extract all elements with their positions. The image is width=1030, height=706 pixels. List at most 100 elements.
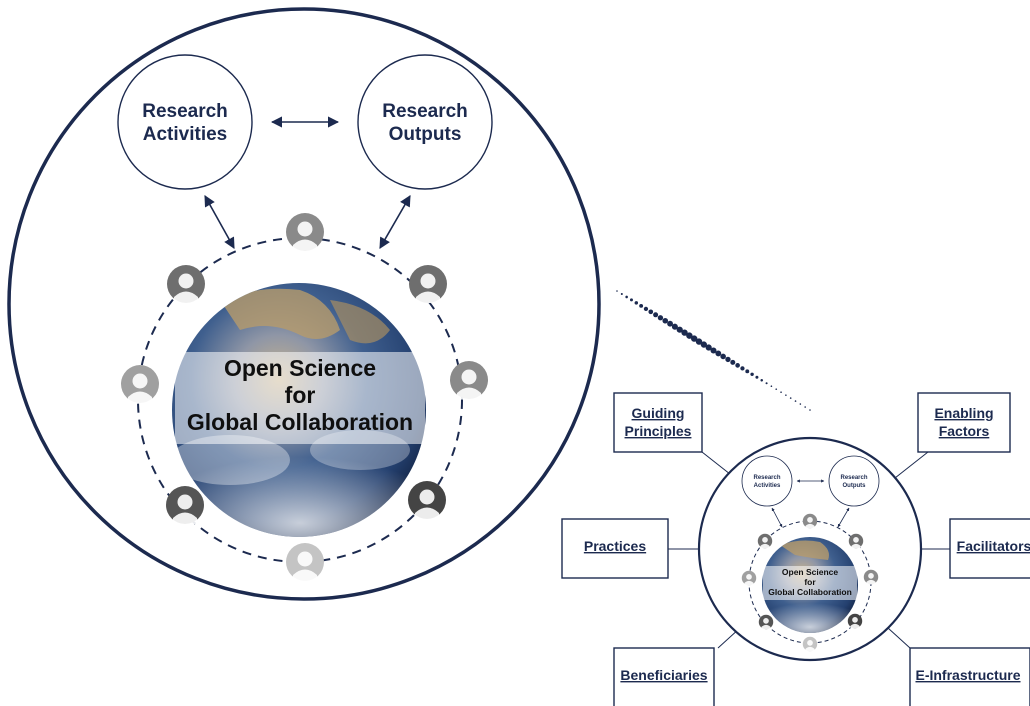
- zoom-dot: [671, 323, 678, 330]
- person-avatar-icon: [286, 543, 324, 581]
- connector-line: [887, 627, 911, 649]
- zoom-dot: [740, 366, 745, 371]
- practices-label: Practices: [584, 538, 646, 554]
- zoom-dot: [785, 394, 787, 396]
- enabling-factors-line2: Factors: [939, 423, 990, 439]
- zoom-dot: [700, 341, 708, 348]
- enabling-factors-box[interactable]: Enabling Factors: [917, 392, 1011, 453]
- zoom-dot: [760, 378, 764, 382]
- beneficiaries-label: Beneficiaries: [620, 667, 707, 683]
- zoom-dot: [639, 303, 644, 308]
- earth-title-line1: Open Science: [224, 355, 376, 381]
- zoom-dot: [662, 317, 669, 324]
- practices-box[interactable]: Practices: [561, 518, 669, 579]
- zoom-dot: [720, 353, 726, 360]
- earth-title-line3: Global Collaboration: [187, 409, 413, 435]
- zoom-dot: [799, 403, 802, 405]
- mini-research-outputs-line2: Outputs: [843, 483, 867, 489]
- mini-earth-title-line3: Global Collaboration: [768, 587, 852, 597]
- zoom-dot: [755, 375, 759, 379]
- mini-research-outputs-line1: Research: [840, 475, 867, 481]
- person-avatar-icon: [758, 614, 774, 630]
- zoom-dot: [775, 388, 778, 390]
- person-avatar-icon: [802, 636, 818, 652]
- zoom-dot: [681, 329, 688, 336]
- person-avatar-icon: [167, 265, 205, 303]
- zoom-dot: [653, 312, 659, 318]
- enabling-factors-line1: Enabling: [934, 405, 993, 421]
- mini-arrow: [837, 507, 850, 528]
- person-avatar-icon: [848, 533, 864, 549]
- zoom-dot: [625, 295, 628, 299]
- beneficiaries-box[interactable]: Beneficiaries: [613, 647, 715, 706]
- zoom-dot: [676, 326, 683, 333]
- zoom-dot: [735, 363, 740, 368]
- framework-diagram: Research Activities Research Outputs Ope…: [561, 392, 1030, 706]
- zoom-dot: [804, 406, 806, 408]
- research-activities-line2: Activities: [143, 124, 227, 145]
- outputs-to-ring-arrow: [379, 195, 411, 249]
- e-infrastructure-label: E-Infrastructure: [915, 667, 1020, 683]
- zoom-dot: [809, 409, 811, 411]
- zoom-dot: [695, 338, 703, 345]
- guiding-principles-line2: Principles: [625, 423, 692, 439]
- person-avatar-icon: [802, 513, 818, 529]
- collaboration-ring: [137, 237, 463, 563]
- person-avatar-icon: [757, 533, 773, 549]
- mini-research-activities-node: Research Activities: [741, 455, 793, 507]
- person-avatar-icon: [166, 486, 204, 524]
- zoom-dot: [725, 356, 731, 363]
- zoom-dot: [765, 382, 768, 385]
- facilitators-label: Facilitators: [957, 538, 1030, 554]
- mini-research-activities-line1: Research: [753, 475, 780, 481]
- zoom-dot: [710, 347, 717, 354]
- zoom-connector: [616, 290, 811, 411]
- zoom-dot: [634, 301, 639, 305]
- zoom-dot: [667, 320, 673, 327]
- main-outer-circle: [7, 7, 601, 601]
- zoom-dot: [715, 350, 722, 357]
- zoom-dot: [750, 372, 754, 377]
- zoom-dot: [730, 359, 736, 365]
- activities-to-ring-arrow: [204, 195, 235, 249]
- zoom-dot: [770, 385, 773, 388]
- mini-earth-title-line2: for: [804, 577, 816, 587]
- zoom-dot: [620, 292, 623, 296]
- person-avatar-icon: [409, 265, 447, 303]
- e-infrastructure-box[interactable]: E-Infrastructure: [909, 647, 1030, 706]
- zoom-dot: [657, 315, 664, 321]
- zoom-dot: [616, 290, 618, 292]
- mini-earth-globe: Open Science for Global Collaboration: [762, 537, 858, 633]
- zoom-dot: [780, 391, 782, 393]
- main-diagram: Research Activities Research Outputs: [7, 7, 601, 601]
- research-activities-node[interactable]: Research Activities: [117, 54, 253, 190]
- mini-research-outputs-node: Research Outputs: [828, 455, 880, 507]
- zoom-dot: [643, 306, 649, 311]
- earth-globe: Open Science for Global Collaboration: [172, 283, 426, 537]
- guiding-principles-box[interactable]: Guiding Principles: [613, 392, 703, 453]
- zoom-dot: [745, 369, 750, 374]
- mini-research-activities-line2: Activities: [754, 483, 781, 489]
- research-outputs-line1: Research: [382, 101, 468, 122]
- earth-title-line2: for: [285, 382, 316, 408]
- person-avatar-icon: [741, 570, 757, 586]
- zoom-dot: [794, 400, 797, 402]
- person-avatar-icon: [863, 569, 879, 585]
- zoom-dot: [691, 335, 698, 342]
- zoom-dot: [789, 397, 792, 399]
- zoom-dot: [629, 298, 633, 302]
- zoom-dot: [686, 332, 693, 339]
- person-avatar-icon: [450, 361, 488, 399]
- facilitators-box[interactable]: Facilitators: [949, 518, 1030, 579]
- research-outputs-node[interactable]: Research Outputs: [357, 54, 493, 190]
- person-avatar-icon: [408, 481, 446, 519]
- mini-earth-title-line1: Open Science: [782, 567, 838, 577]
- person-avatar-icon: [847, 613, 863, 629]
- person-avatar-icon: [121, 365, 159, 403]
- person-avatar-icon: [286, 213, 324, 251]
- mini-arrow: [771, 507, 783, 528]
- research-outputs-line2: Outputs: [389, 124, 462, 145]
- zoom-dot: [648, 309, 654, 315]
- connector-line: [894, 451, 929, 479]
